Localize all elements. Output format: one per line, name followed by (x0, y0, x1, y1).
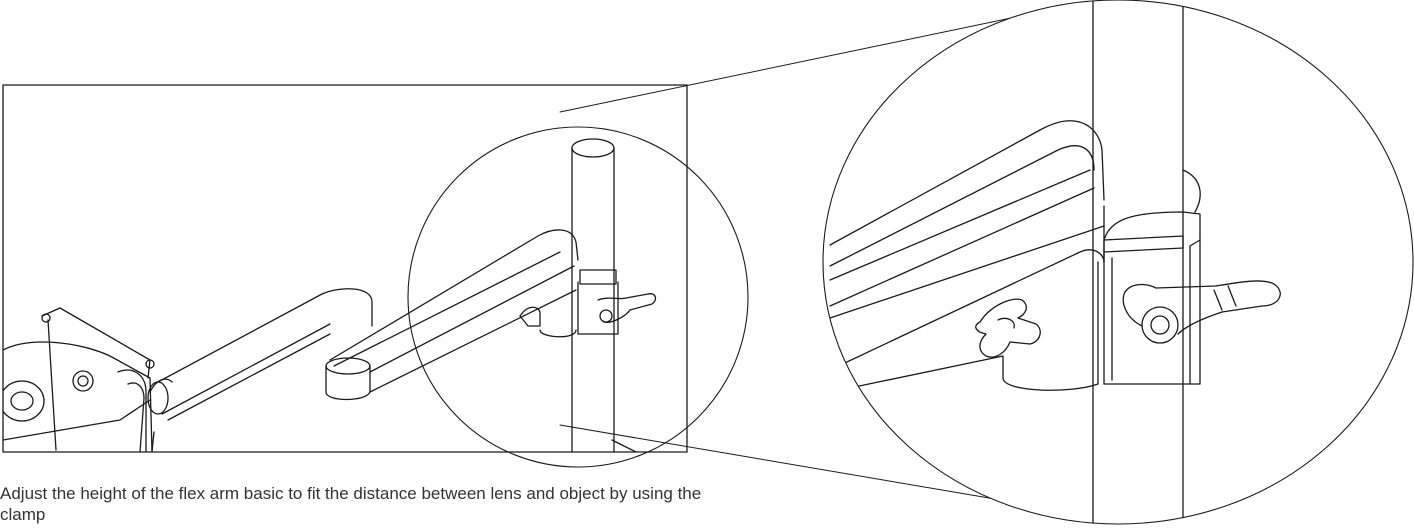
zoom-connector-top (560, 12, 1040, 112)
post (572, 139, 614, 452)
lower-arm-segment (148, 289, 372, 452)
overview-scene (0, 139, 655, 452)
detail-arm (830, 121, 1104, 370)
detail-clamp-block (1104, 212, 1200, 384)
overview-frame (3, 85, 687, 452)
upper-arm-segment (330, 230, 578, 392)
mid-joint (326, 358, 370, 400)
magnifier-circle-large (823, 0, 1413, 524)
instruction-caption: Adjust the height of the flex arm basic … (0, 484, 702, 524)
detail-lower-body (840, 262, 1098, 390)
detail-post (1093, 0, 1200, 528)
detail-scene (830, 0, 1280, 528)
microscope-base (0, 308, 154, 452)
floor-line (612, 440, 636, 452)
clamp (520, 270, 655, 337)
magnifier-circle-small (408, 127, 748, 467)
detail-star-knob (976, 299, 1041, 357)
detail-lever (1123, 281, 1280, 343)
